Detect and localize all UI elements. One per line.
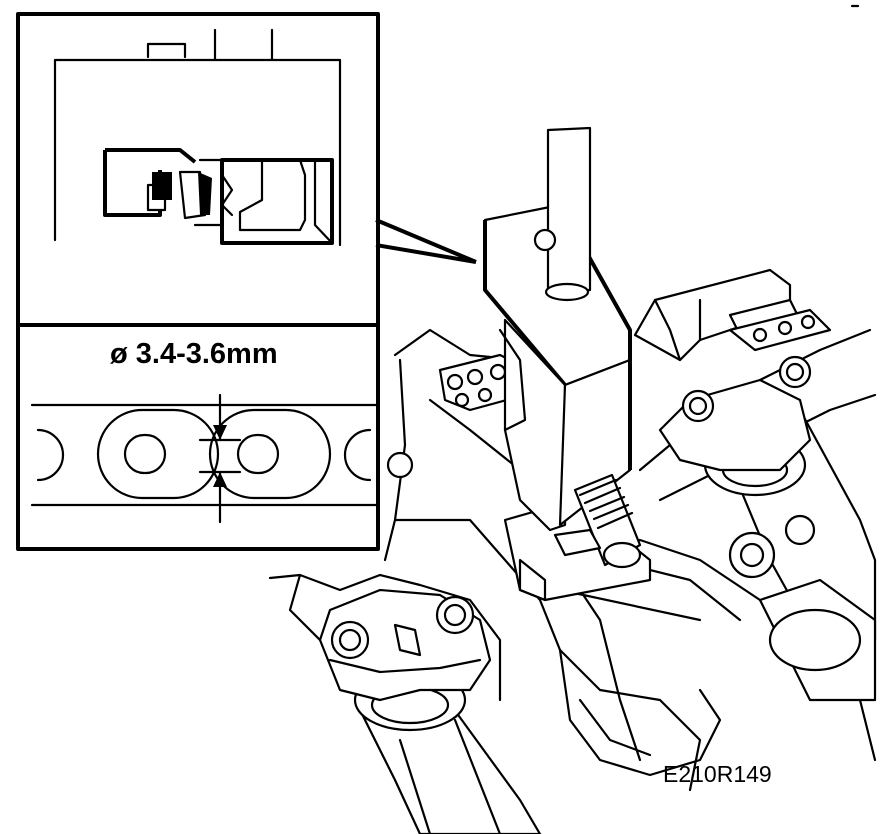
tool-jaw-section	[53, 28, 342, 247]
detail-inset: ø 3.4-3.6mm	[16, 12, 380, 551]
figure-code: E210R149	[663, 761, 772, 787]
plug-icon	[386, 451, 414, 479]
camshaft-right	[658, 355, 877, 702]
dimension-label: ø 3.4-3.6mm	[110, 338, 278, 370]
cylinder-head-illustration	[268, 268, 877, 834]
chain-guide-right	[633, 268, 832, 362]
chain-plate-section: ø 3.4-3.6mm	[30, 338, 380, 524]
camshaft-front	[318, 588, 542, 834]
leader-line	[375, 218, 477, 264]
chain-rivet-tool	[483, 126, 652, 602]
